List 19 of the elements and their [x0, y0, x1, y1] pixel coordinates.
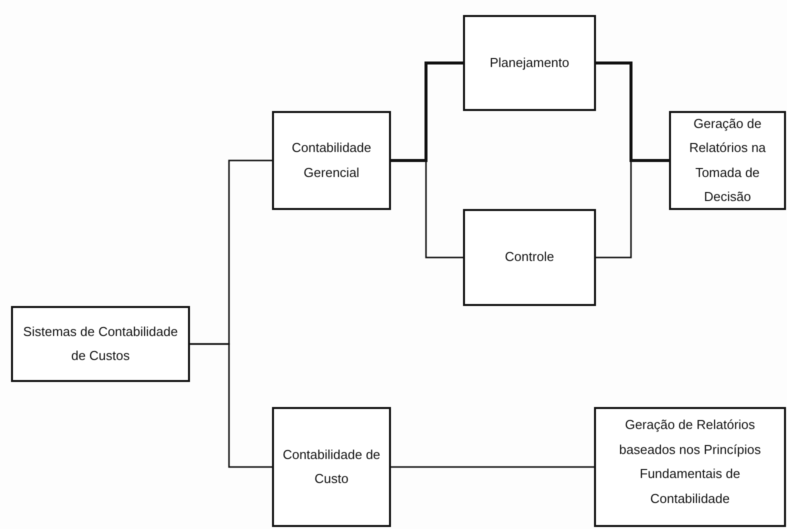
connector-line — [391, 62, 463, 162]
process-box — [463, 209, 596, 306]
process-box — [463, 15, 596, 111]
process-box — [594, 407, 786, 527]
process-box — [669, 111, 786, 210]
box-label: Sistemas de Contabilidade de Custos — [22, 322, 179, 365]
box-label: Contabilidade Gerencial — [290, 139, 372, 182]
connector-line — [391, 466, 594, 468]
box-label: Contabilidade de Custo — [282, 446, 382, 488]
process-box — [272, 111, 391, 210]
process-box — [11, 306, 190, 382]
connector-line — [190, 343, 272, 468]
process-box — [272, 407, 391, 527]
connector-line — [596, 62, 669, 162]
box-label: Geração de Relatórios na Tomada de Decisão — [688, 114, 767, 206]
connector-line — [596, 160, 669, 258]
box-label: Controle — [504, 248, 554, 266]
box-label: Geração de Relatórios baseados nos Princípios Fundamentais de Contabilidade — [618, 416, 762, 508]
box-label: Planejamento — [490, 54, 570, 72]
